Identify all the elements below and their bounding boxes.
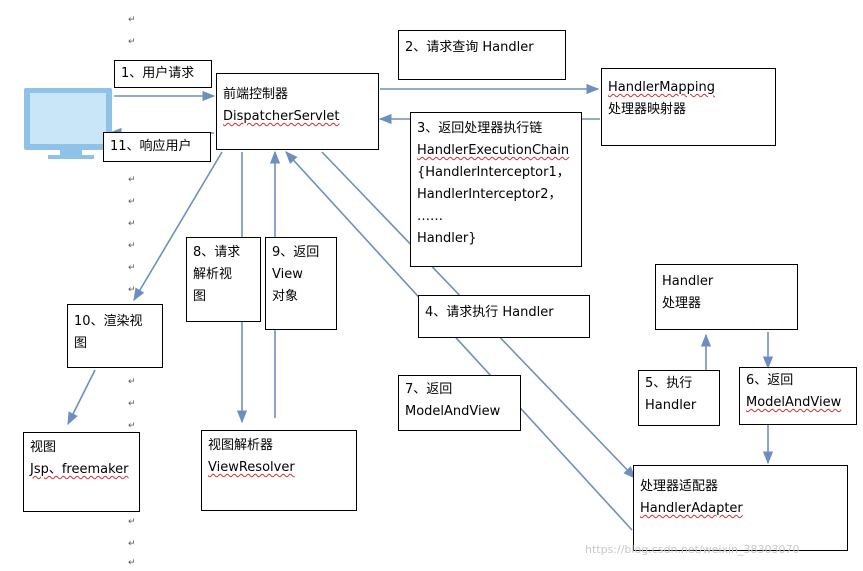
paragraph-mark: ↵ [128, 219, 136, 229]
box-line: ViewResolver [208, 460, 295, 475]
paragraph-mark: ↵ [128, 421, 136, 431]
label-query-handler: 2、请求查询 Handler [398, 30, 566, 80]
handler-box: Handler 处理器 [655, 264, 798, 330]
front-controller-box: 前端控制器 DispatcherServlet [216, 73, 379, 150]
box-line: Handler [662, 274, 714, 289]
label-execute-handler: 4、请求执行 Handler [418, 295, 590, 338]
paragraph-mark: ↵ [128, 399, 136, 409]
paragraph-mark: ↵ [128, 558, 136, 568]
arrow-return-mav [285, 151, 633, 531]
arrow-render-view-b [67, 369, 96, 426]
box-line: 处理器适配器 [640, 479, 719, 494]
paragraph-mark: ↵ [128, 175, 136, 185]
box-line: 4、请求执行 Handler [425, 305, 554, 320]
paragraph-mark: ↵ [128, 539, 136, 549]
watermark: https://blog.csdn.net/weixin_38303070 [585, 543, 800, 556]
label-return-view: 9、返回 View 对象 [265, 237, 337, 330]
box-line: 11、响应用户 [110, 139, 192, 154]
arrow-render-view-a [133, 151, 223, 302]
box-line: 8、请求 [193, 245, 241, 260]
box-line: HandlerMapping [608, 80, 715, 95]
view-resolver-box: 视图解析器 ViewResolver [201, 430, 357, 511]
box-line: 5、执行 [645, 376, 693, 391]
paragraph-mark: ↵ [128, 197, 136, 207]
monitor-icon [24, 88, 112, 159]
execution-chain-box: 3、返回处理器执行链 HandlerExecutionChain {Handle… [410, 112, 582, 267]
box-line: 3、返回处理器执行链 [417, 121, 543, 136]
paragraph-mark: ↵ [128, 263, 136, 273]
paragraph-mark: ↵ [128, 37, 136, 47]
box-line: 图 [74, 336, 88, 351]
box-line: HandlerExecutionChain [417, 143, 570, 158]
box-line: View [272, 267, 303, 282]
box-line: 7、返回 [405, 382, 453, 397]
box-line: 1、用户请求 [121, 66, 195, 81]
box-line: 视图 [30, 440, 57, 455]
box-line: Handler [645, 398, 697, 413]
paragraph-mark: ↵ [128, 285, 136, 295]
box-line: DispatcherServlet [223, 109, 340, 124]
box-line: 10、渲染视 [74, 314, 143, 329]
label-render-view: 10、渲染视 图 [67, 304, 163, 368]
box-line: 视图解析器 [208, 438, 274, 453]
box-line: 6、返回 [746, 373, 794, 388]
box-line: 处理器映射器 [608, 102, 687, 117]
paragraph-mark: ↵ [128, 241, 136, 251]
paragraph-mark: ↵ [128, 377, 136, 387]
label-return-mav-left: 7、返回 ModelAndView [398, 375, 521, 431]
box-line: 图 [193, 289, 207, 304]
box-line: HandlerAdapter [640, 501, 743, 516]
label-response-user: 11、响应用户 [103, 132, 211, 162]
box-line: {HandlerInterceptor1， [417, 165, 570, 180]
box-line: 解析视 [193, 267, 233, 282]
label-exec: 5、执行 Handler [638, 370, 720, 426]
paragraph-mark: ↵ [128, 517, 136, 527]
box-line: 对象 [272, 289, 299, 304]
box-line: 9、返回 [272, 245, 320, 260]
box-line: Handler} [417, 231, 477, 246]
view-box: 视图 Jsp、freemaker [23, 432, 140, 512]
handler-mapping-box: HandlerMapping 处理器映射器 [601, 68, 776, 146]
box-line: HandlerInterceptor2， [417, 187, 562, 202]
handler-adapter-box: 处理器适配器 HandlerAdapter [633, 465, 848, 551]
box-line: Jsp、freemaker [30, 462, 129, 477]
box-line: ModelAndView [405, 404, 501, 419]
label-user-request: 1、用户请求 [114, 60, 212, 88]
box-line: ModelAndView [746, 395, 842, 410]
label-request-resolve: 8、请求 解析视 图 [186, 237, 261, 322]
box-line: 2、请求查询 Handler [405, 40, 534, 55]
paragraph-mark: ↵ [128, 15, 136, 25]
box-line: 前端控制器 [223, 87, 289, 102]
box-line: …… [417, 209, 443, 224]
box-line: 处理器 [662, 296, 702, 311]
label-return-mav-right: 6、返回 ModelAndView [739, 367, 857, 425]
